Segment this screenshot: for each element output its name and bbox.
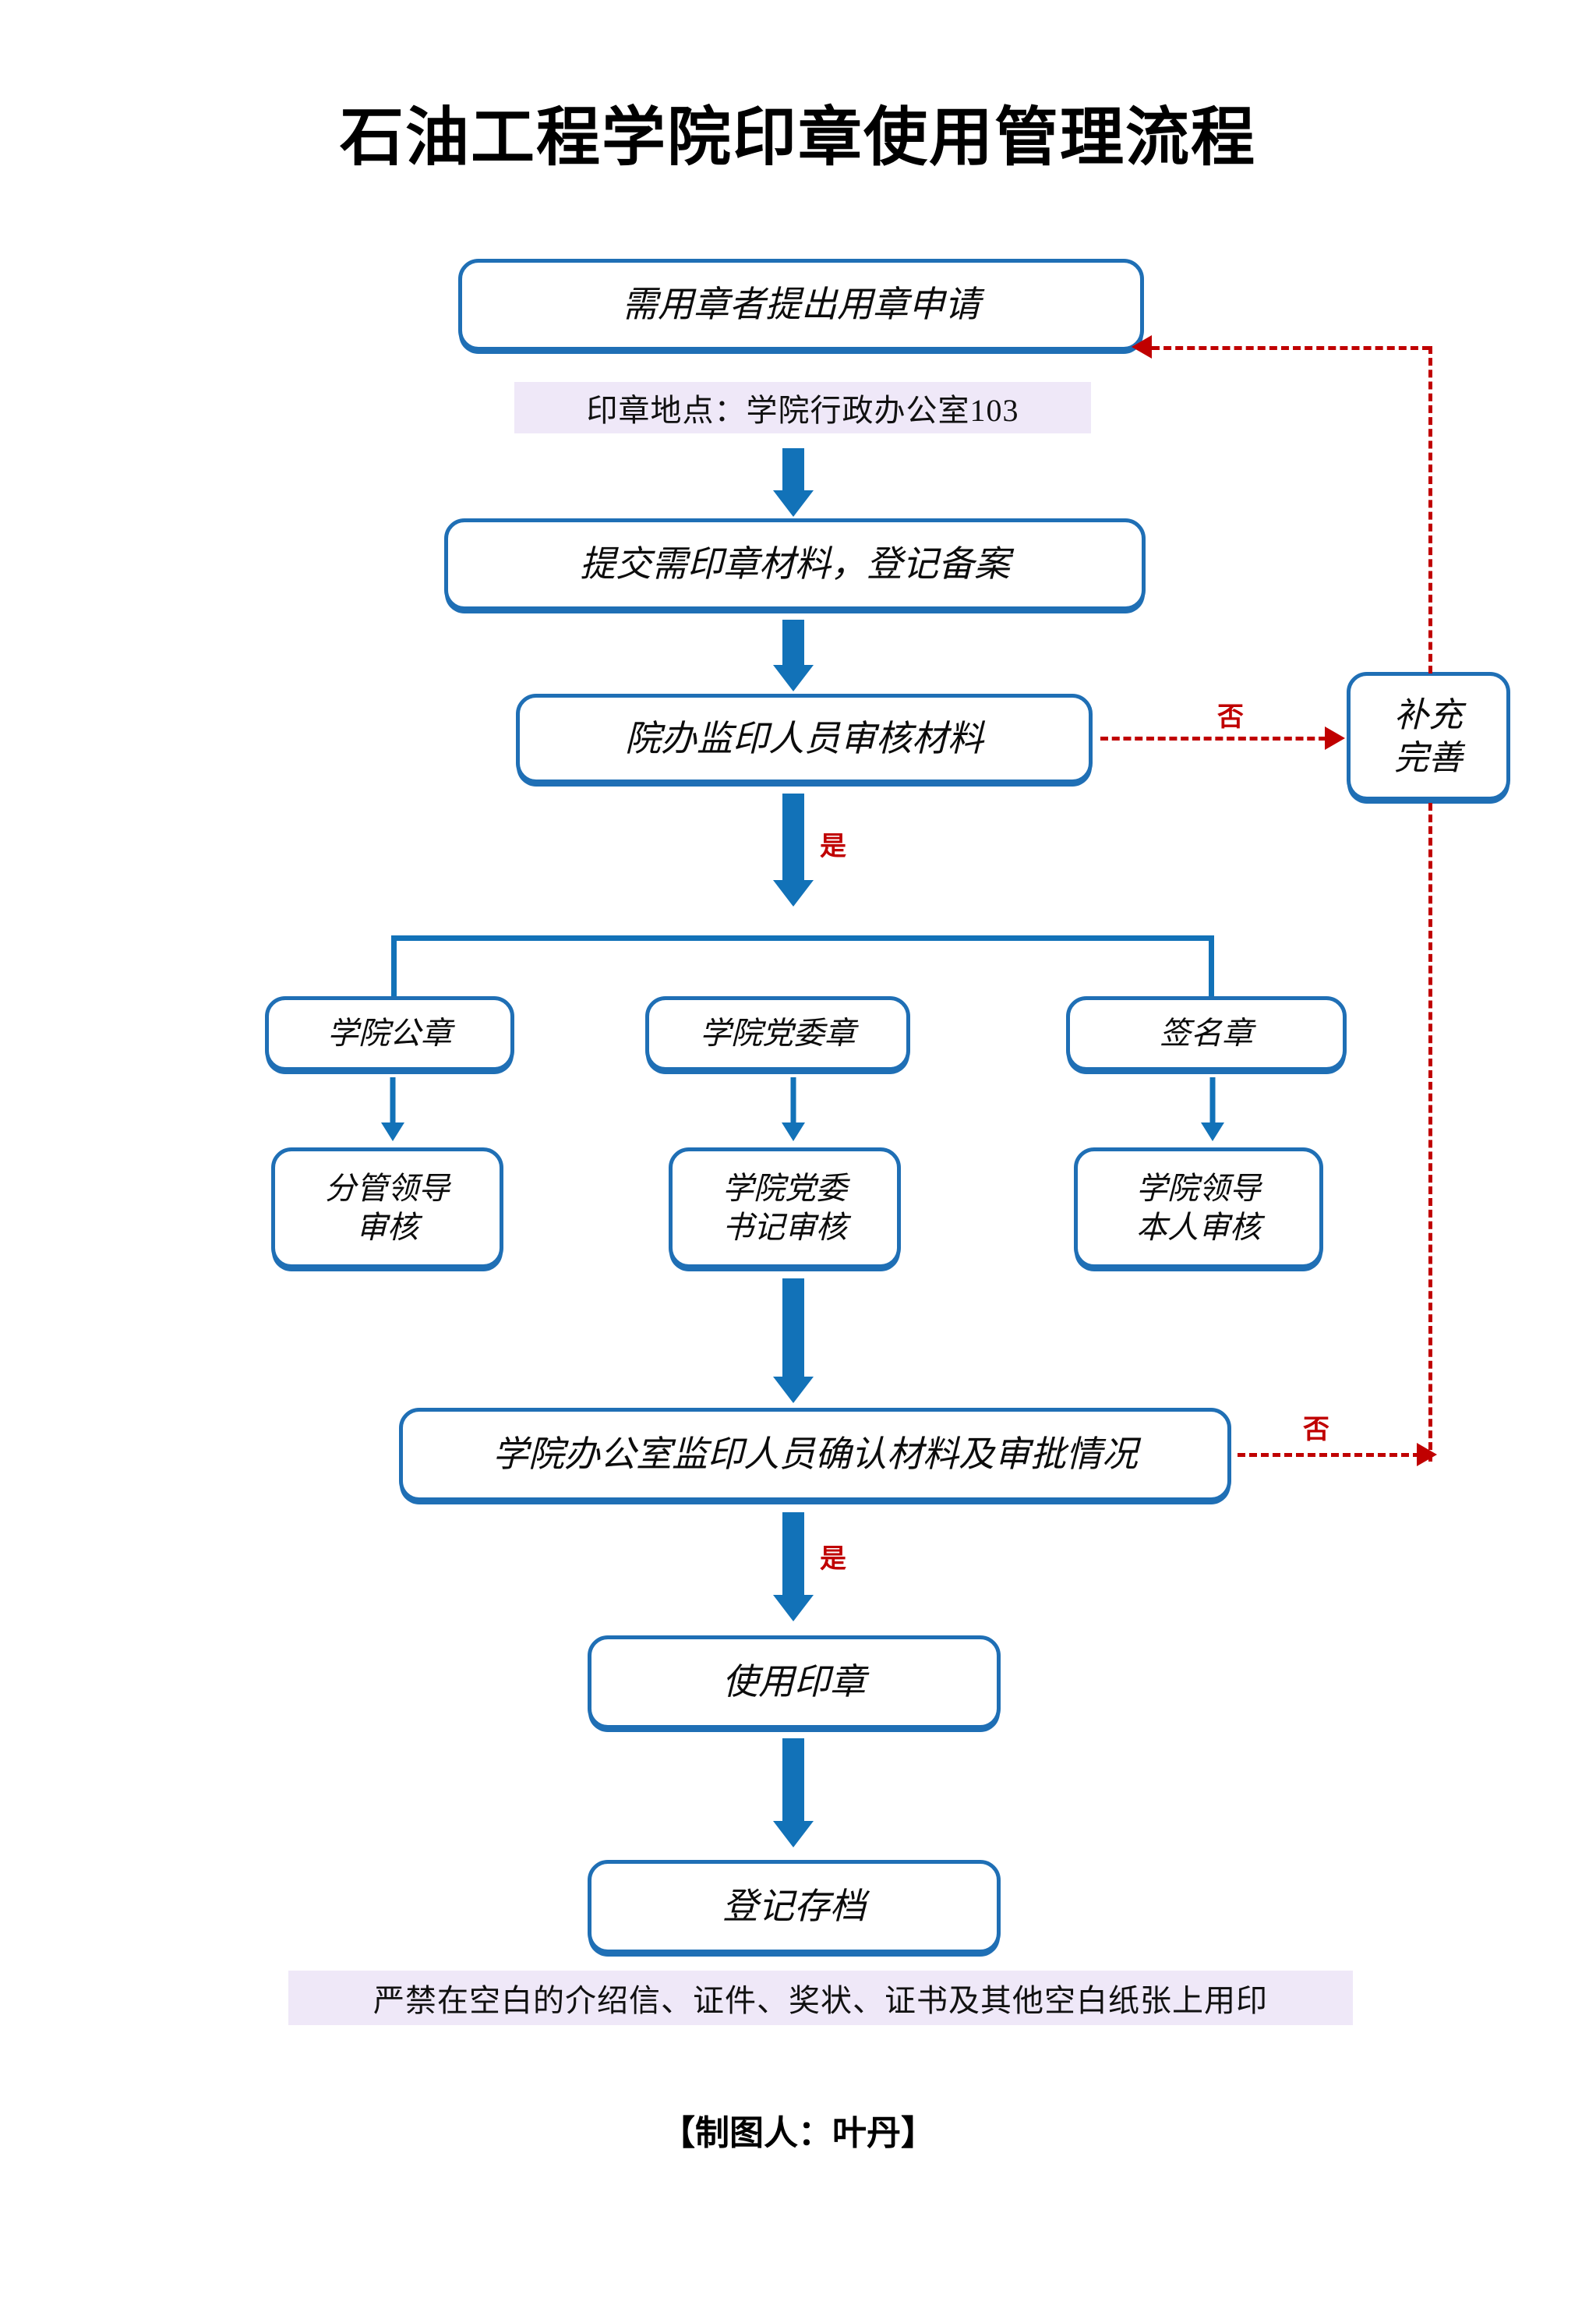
node-seal-public[interactable]: 学院公章	[265, 996, 514, 1071]
arrow-seal-party-down	[781, 1077, 806, 1141]
arrow-seal-sign-down	[1200, 1077, 1225, 1141]
arrow-submit-to-review	[772, 620, 815, 691]
arrow-review-yes	[772, 794, 815, 907]
node-confirm-label: 学院办公室监印人员确认材料及审批情况	[493, 1434, 1138, 1475]
node-submit-label: 提交需印章材料，登记备案	[580, 544, 1010, 585]
node-approve-party[interactable]: 学院党委 书记审核	[669, 1147, 901, 1268]
edge-label-no-1: 否	[1217, 702, 1244, 733]
node-confirm[interactable]: 学院办公室监印人员确认材料及审批情况	[399, 1408, 1231, 1501]
node-seal-public-label: 学院公章	[327, 1016, 452, 1051]
node-seal-sign[interactable]: 签名章	[1066, 996, 1347, 1071]
edge-return-horizontal	[1152, 346, 1430, 350]
banner-seal-location: 印章地点：学院行政办公室103	[514, 382, 1091, 433]
arrow-approve-to-confirm	[772, 1278, 815, 1403]
node-supplement-label: 补充 完善	[1394, 695, 1463, 777]
node-apply-label: 需用章者提出用章申请	[622, 285, 980, 325]
node-seal-party[interactable]: 学院党委章	[645, 996, 910, 1071]
edge-label-yes-1: 是	[820, 831, 846, 862]
node-approve-party-label: 学院党委 书记审核	[722, 1170, 847, 1245]
banner-prohibition-text: 严禁在空白的介绍信、证件、奖状、证书及其他空白纸张上用印	[373, 1983, 1268, 2018]
node-seal-sign-label: 签名章	[1160, 1016, 1253, 1051]
edge-confirm-no-arrowhead	[1417, 1443, 1437, 1466]
edge-review-no	[1100, 737, 1326, 741]
arrow-use-seal-to-archive	[772, 1738, 815, 1847]
banner-seal-location-text: 印章地点：学院行政办公室103	[586, 393, 1019, 428]
arrow-apply-to-submit	[772, 448, 815, 517]
edge-return-vertical-up	[1428, 346, 1432, 673]
edge-confirm-no-vertical	[1428, 803, 1432, 1462]
page-title: 石油工程学院印章使用管理流程	[339, 101, 1256, 175]
footer-credit: 【制图人：叶丹】	[661, 2113, 935, 2153]
node-submit[interactable]: 提交需印章材料，登记备案	[444, 518, 1146, 610]
edge-confirm-no	[1238, 1453, 1432, 1457]
branch-connector	[391, 935, 1214, 996]
node-approve-vice[interactable]: 分管领导 审核	[271, 1147, 503, 1268]
node-approve-vice-label: 分管领导 审核	[325, 1170, 450, 1245]
node-supplement[interactable]: 补充 完善	[1347, 672, 1510, 801]
arrow-confirm-yes	[772, 1512, 815, 1621]
edge-return-arrowhead	[1132, 335, 1152, 359]
node-use-seal[interactable]: 使用印章	[588, 1635, 1001, 1729]
node-archive[interactable]: 登记存档	[588, 1860, 1001, 1953]
arrow-seal-public-down	[380, 1077, 405, 1141]
edge-label-yes-2: 是	[820, 1543, 846, 1575]
node-approve-self[interactable]: 学院领导 本人审核	[1074, 1147, 1323, 1268]
node-review[interactable]: 院办监印人员审核材料	[516, 694, 1093, 783]
banner-prohibition: 严禁在空白的介绍信、证件、奖状、证书及其他空白纸张上用印	[288, 1971, 1353, 2025]
node-seal-party-label: 学院党委章	[700, 1016, 856, 1051]
node-approve-self-label: 学院领导 本人审核	[1136, 1170, 1261, 1245]
node-review-label: 院办监印人员审核材料	[625, 718, 983, 758]
node-apply[interactable]: 需用章者提出用章申请	[458, 259, 1144, 351]
edge-review-no-arrowhead	[1325, 726, 1345, 750]
node-use-seal-label: 使用印章	[722, 1662, 866, 1702]
node-archive-label: 登记存档	[722, 1886, 866, 1927]
edge-label-no-2: 否	[1303, 1414, 1329, 1445]
